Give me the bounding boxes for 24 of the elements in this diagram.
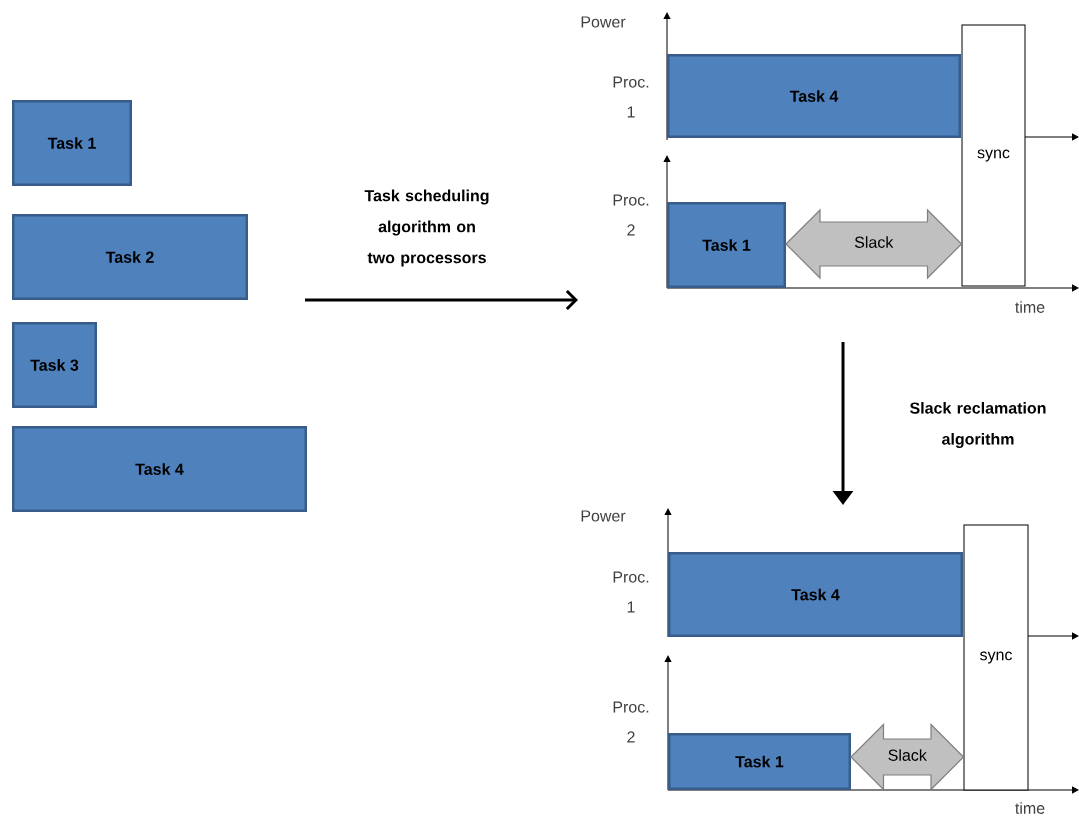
- sync-box: sync: [961, 24, 1026, 287]
- double-arrow: [850, 723, 965, 791]
- axis-label: Proc. 2: [613, 701, 649, 743]
- axis-label: Proc. 1: [613, 571, 649, 613]
- edge-label: Slack: [854, 236, 894, 248]
- sync-box: sync: [963, 524, 1029, 791]
- caption-text: Task scheduling algorithm on two processors: [364, 189, 489, 267]
- task-box: Task 4: [667, 54, 961, 138]
- edge-label: Slack: [888, 749, 927, 761]
- axis-label: time: [1015, 802, 1045, 814]
- caption-text: Slack reclamation algorithm: [910, 402, 1046, 448]
- axis-label: Power: [581, 16, 626, 28]
- task-box: Task 2: [12, 214, 248, 300]
- task-box: Task 4: [12, 426, 307, 512]
- axis-label: time: [1015, 301, 1045, 313]
- axis-label: Power: [581, 510, 626, 522]
- task-box: Task 1: [12, 100, 132, 186]
- task-box: Task 4: [668, 552, 963, 637]
- axis-label: Proc. 1: [613, 76, 649, 118]
- task-box: Task 1: [668, 733, 851, 790]
- double-arrow: [785, 208, 963, 280]
- task-box: Task 1: [667, 202, 786, 288]
- task-box: Task 3: [12, 322, 97, 408]
- axis-label: Proc. 2: [613, 194, 649, 236]
